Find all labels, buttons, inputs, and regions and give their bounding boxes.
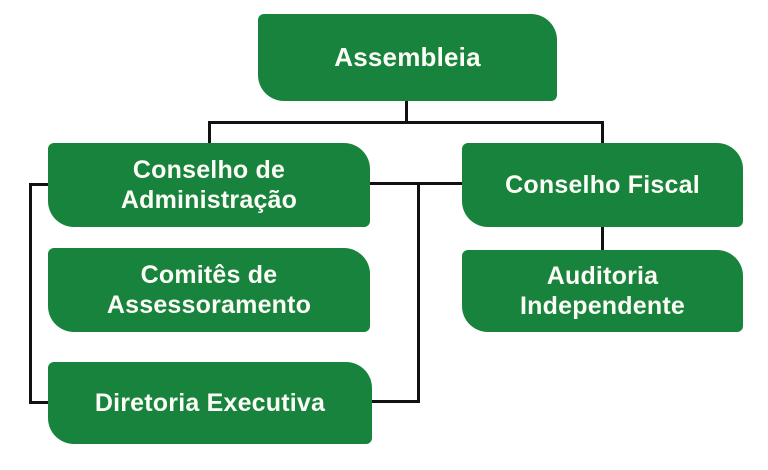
org-node-comites-line1: Comitês de: [140, 260, 278, 289]
org-node-conselho-administracao-line2: Administração: [120, 186, 298, 214]
org-node-assembleia: Assembleia: [258, 14, 557, 101]
org-node-conselho-fiscal: Conselho Fiscal: [462, 143, 743, 227]
org-node-conselho-administracao: Conselho de Administração: [48, 143, 370, 227]
connector-assembleia-down: [405, 100, 408, 124]
org-node-diretoria-executiva: Diretoria Executiva: [48, 362, 372, 444]
org-node-auditoria-line1: Auditoria: [546, 261, 659, 290]
connector-mid-vertical: [417, 182, 420, 403]
connector-diretoria-right: [370, 400, 420, 403]
org-node-conselho-fiscal-label: Conselho Fiscal: [505, 170, 700, 199]
org-node-comites-line2: Assessoramento: [106, 291, 312, 319]
org-node-conselho-administracao-line1: Conselho de: [132, 155, 286, 184]
org-node-diretoria-label: Diretoria Executiva: [94, 388, 326, 417]
org-node-comites-assessoramento: Comitês de Assessoramento: [48, 248, 370, 332]
org-node-auditoria-line2: Independente: [520, 292, 685, 320]
org-node-assembleia-label: Assembleia: [334, 41, 481, 72]
connector-drop-conselho-fiscal: [601, 121, 604, 146]
connector-left-bracket-bottom: [29, 401, 50, 404]
connector-top-horizontal: [208, 121, 604, 124]
connector-cf-auditoria: [601, 225, 604, 252]
connector-drop-conselho-administracao: [208, 121, 211, 146]
connector-ca-cf-horizontal: [368, 182, 464, 185]
connector-left-bracket-top: [29, 183, 50, 186]
org-node-auditoria-independente: Auditoria Independente: [462, 250, 743, 332]
connector-left-bracket-vertical: [29, 183, 32, 404]
